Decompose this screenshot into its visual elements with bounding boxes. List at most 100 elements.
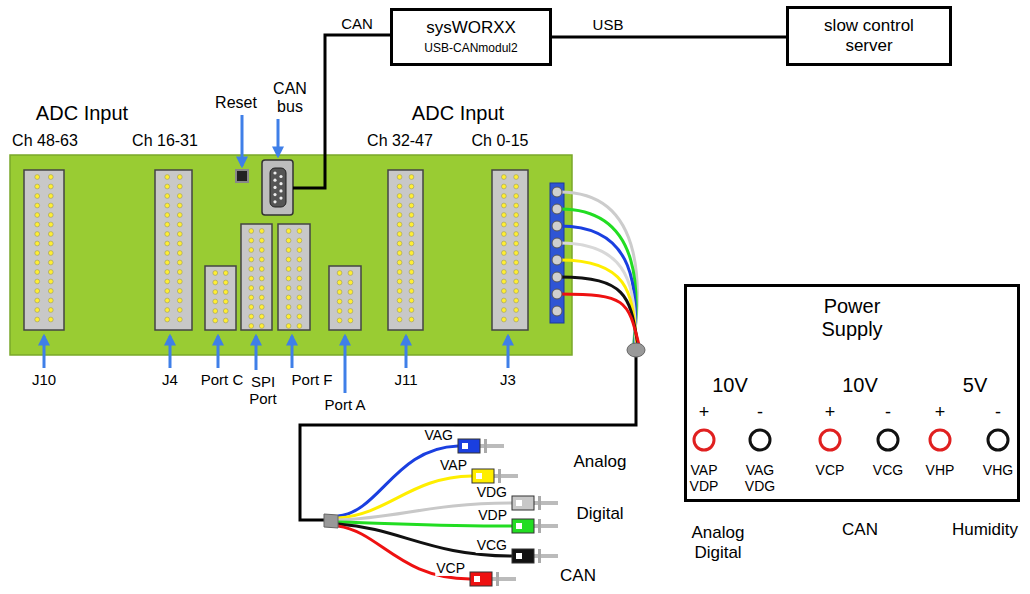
header-pin	[177, 260, 182, 265]
header-pin	[286, 295, 291, 300]
header-pin	[397, 241, 402, 246]
plug-hole	[462, 443, 468, 449]
header-pin	[286, 257, 291, 262]
header-pin	[48, 251, 53, 256]
header-pin	[297, 324, 302, 329]
header-pin	[501, 194, 506, 199]
pointer-arrow	[255, 336, 258, 370]
header-pin	[35, 279, 40, 284]
connector-name: J11	[393, 371, 418, 388]
connector-name: J3	[499, 371, 517, 388]
header-pin	[501, 184, 506, 189]
header-pin	[165, 251, 170, 256]
jack-socket	[988, 430, 1008, 450]
header-pin	[177, 270, 182, 275]
header-pin	[177, 222, 182, 227]
header-pin	[397, 298, 402, 303]
jack-socket	[878, 430, 898, 450]
header-pin	[249, 238, 254, 243]
header-pin	[249, 295, 254, 300]
jack-socket	[750, 430, 770, 450]
header-pin	[514, 317, 519, 322]
header-body	[329, 266, 361, 330]
header-pin	[397, 213, 402, 218]
section-heading: ADC Input	[35, 102, 129, 125]
terminal-screw	[552, 221, 562, 231]
pin-header	[278, 224, 310, 330]
plug-body	[512, 519, 534, 533]
header-pin	[286, 314, 291, 319]
header-pin	[409, 317, 414, 322]
header-pin	[514, 232, 519, 237]
header-pin	[397, 260, 402, 265]
plug-hole	[516, 523, 522, 529]
plug-collar	[498, 469, 501, 483]
pin-header	[24, 170, 64, 330]
signal-name: VDP	[477, 507, 508, 523]
header-pin	[48, 184, 53, 189]
header-pin	[286, 229, 291, 234]
header-pin	[165, 213, 170, 218]
dsub-pin	[279, 182, 282, 185]
section-heading: ADC Input	[411, 102, 505, 125]
header-pin	[48, 317, 53, 322]
header-pin	[223, 318, 228, 323]
pin-header	[492, 170, 528, 330]
header-pin	[48, 270, 53, 275]
header-pin	[48, 298, 53, 303]
header-body	[155, 170, 192, 330]
header-pin	[223, 299, 228, 304]
banana-plug	[472, 469, 518, 483]
header-pin	[409, 175, 414, 180]
header-pin	[213, 280, 218, 285]
polarity-sign: +	[934, 402, 947, 423]
header-pin	[501, 203, 506, 208]
header-pin	[165, 298, 170, 303]
interface-box: sysWORXXUSB-CANmodul2	[390, 8, 552, 66]
header-pin	[297, 305, 302, 310]
plug-collar	[538, 496, 541, 510]
port-name: Port A	[324, 396, 367, 413]
header-pin	[409, 232, 414, 237]
header-pin	[165, 203, 170, 208]
banana-plug	[512, 496, 558, 510]
header-pin	[165, 308, 170, 313]
header-pin	[259, 248, 264, 253]
header-pin	[297, 267, 302, 272]
plug-body	[472, 469, 494, 483]
header-pin	[514, 251, 519, 256]
header-pin	[501, 241, 506, 246]
header-pin	[35, 308, 40, 313]
header-pin	[348, 309, 353, 314]
header-pin	[177, 203, 182, 208]
signal-name: VAG	[423, 427, 454, 443]
header-pin	[348, 280, 353, 285]
terminal-screw	[552, 306, 562, 316]
plug-rod	[480, 444, 504, 448]
polarity-sign: -	[884, 402, 892, 423]
terminal-name: VAP VDP	[689, 462, 720, 494]
header-pin	[397, 251, 402, 256]
box-title: sysWORXX	[426, 18, 516, 38]
dsub-pin	[279, 197, 282, 200]
header-pin	[177, 194, 182, 199]
header-pin	[177, 184, 182, 189]
group-label: Analog	[573, 452, 628, 472]
terminal-screw	[552, 272, 562, 282]
header-pin	[165, 260, 170, 265]
supply-wire	[560, 294, 639, 345]
header-pin	[514, 184, 519, 189]
header-pin	[409, 203, 414, 208]
header-pin	[409, 222, 414, 227]
header-pin	[409, 260, 414, 265]
header-pin	[397, 270, 402, 275]
header-pin	[286, 267, 291, 272]
channel-range: Ch 0-15	[471, 132, 530, 150]
terminal-screw	[552, 187, 562, 197]
pin-header	[155, 170, 192, 330]
supply-wire	[560, 192, 637, 345]
pointer-arrow	[507, 336, 510, 368]
header-pin	[48, 279, 53, 284]
port-name: Port C	[200, 371, 245, 388]
header-pin	[35, 298, 40, 303]
